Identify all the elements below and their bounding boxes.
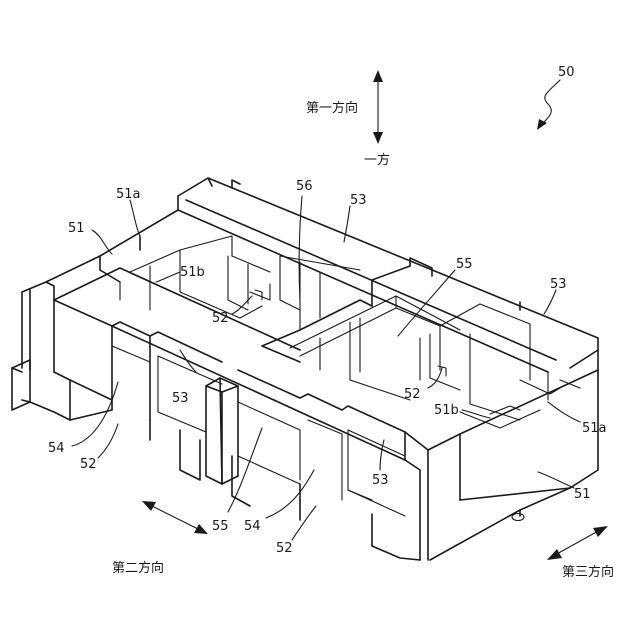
label-frame-left-51b: 51b <box>180 265 205 280</box>
first-direction-arrow <box>373 70 383 144</box>
label-rail-front-1-53: 53 <box>172 391 189 406</box>
label-clip-upper-right-52: 52 <box>404 387 421 402</box>
label-first-direction: 第一方向 <box>306 100 358 116</box>
second-direction-arrow <box>142 501 208 534</box>
label-clip-front-right-52: 52 <box>276 541 293 556</box>
label-wall-front-right-54: 54 <box>244 519 261 534</box>
label-frame-right-51a: 51a <box>582 421 607 436</box>
label-first-side: 一方 <box>364 152 390 168</box>
assembly-leader-arrow <box>537 80 560 130</box>
label-rail-top-right-53: 53 <box>550 277 567 292</box>
label-partition-56: 56 <box>296 179 313 194</box>
label-wall-front-left-54: 54 <box>48 441 65 456</box>
label-third-direction: 第三方向 <box>562 564 614 580</box>
housing-body <box>12 178 598 560</box>
label-frame-left-51: 51 <box>68 221 85 236</box>
third-direction-arrow <box>547 526 608 560</box>
label-frame-right-51: 51 <box>574 487 591 502</box>
label-rail-front-2-53: 53 <box>372 473 389 488</box>
label-assembly-50: 50 <box>558 65 575 80</box>
label-clip-front-left-52: 52 <box>80 457 97 472</box>
leader-lines <box>72 196 580 540</box>
label-frame-right-51b: 51b <box>434 403 459 418</box>
label-opening-front-55: 55 <box>212 519 229 534</box>
label-opening-right-55: 55 <box>456 257 473 272</box>
label-clip-upper-left-52: 52 <box>212 311 229 326</box>
label-second-direction: 第二方向 <box>112 560 164 576</box>
labels: 50 第一方向 一方 第二方向 第三方向 51 51a 51b 52 56 53… <box>48 65 614 580</box>
label-rail-top-left-53: 53 <box>350 193 367 208</box>
label-frame-left-51a: 51a <box>116 187 141 202</box>
